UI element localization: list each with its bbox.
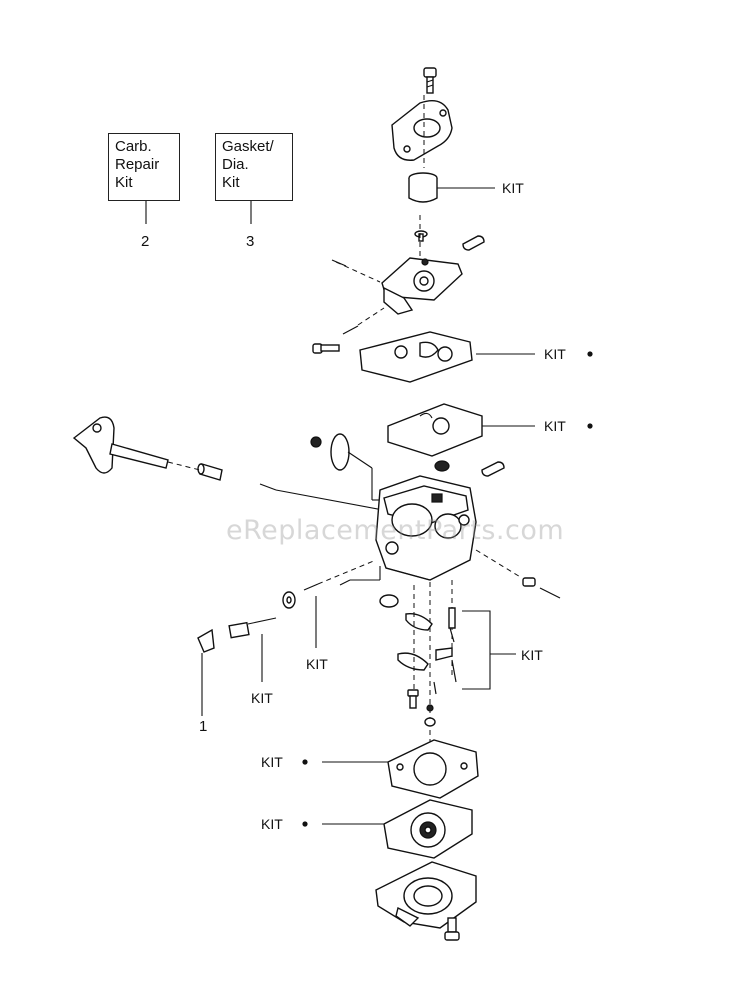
legend-line: Kit	[222, 174, 240, 191]
bushing	[197, 463, 223, 481]
top-screw	[423, 67, 437, 94]
top-cover-plate	[391, 100, 453, 161]
pump-cover	[381, 257, 463, 315]
legend-box-gasket-dia-kit: Gasket/ Dia. Kit	[215, 133, 293, 201]
inlet-needle	[448, 607, 456, 643]
bullet-dot-icon	[587, 351, 593, 357]
legend-line: Repair	[115, 156, 160, 173]
small-spring-left	[331, 259, 347, 267]
pin-right-top	[462, 235, 485, 251]
gasket-lower	[387, 739, 479, 799]
kit-label-needle: KIT	[251, 690, 273, 706]
bullet-dot-icon	[302, 759, 308, 765]
check-spring-small	[433, 681, 437, 695]
check-ball	[426, 704, 434, 712]
item-number-1: 1	[199, 718, 208, 735]
legend-line: Kit	[115, 174, 133, 191]
lever-pin	[435, 647, 453, 661]
kit-label-filter: KIT	[502, 180, 524, 196]
legend-line: Dia.	[222, 156, 249, 173]
legend-number-3: 3	[246, 233, 255, 250]
bottom-cover	[375, 861, 477, 929]
diaphragm-lower	[383, 799, 473, 859]
screw-left	[312, 343, 340, 354]
spring-top-right	[434, 460, 450, 472]
metering-lever-lower	[397, 652, 429, 671]
legend-line: Gasket/	[222, 138, 274, 155]
kit-label-gasket-lower: KIT	[261, 754, 283, 770]
legend-number-2: 2	[141, 233, 150, 250]
carburetor-body	[375, 475, 477, 581]
o-ring	[424, 717, 436, 727]
throttle-disc	[310, 433, 350, 471]
small-screw-bottom	[407, 689, 419, 709]
pin-right-middle	[481, 461, 505, 477]
kit-label-gasket-upper: KIT	[544, 346, 566, 362]
kit-label-diaphragm-upper: KIT	[544, 418, 566, 434]
throttle-lever	[72, 416, 169, 474]
kit-label-diaphragm-lower: KIT	[261, 816, 283, 832]
bottom-screw	[444, 917, 460, 941]
check-valve-disc	[379, 594, 399, 608]
mixture-needle	[197, 617, 277, 653]
needle-spring	[303, 583, 319, 591]
small-valve	[414, 230, 428, 242]
watermark: eReplacementParts.com	[226, 515, 565, 546]
idle-screw-right	[522, 577, 561, 599]
bracket	[462, 610, 491, 690]
kit-label-metering-group: KIT	[521, 647, 543, 663]
spring-left	[342, 325, 359, 335]
diaphragm-upper	[387, 403, 483, 457]
spring-throttle	[259, 483, 277, 491]
filter-cylinder	[408, 172, 438, 203]
kit-label-needle-spring: KIT	[306, 656, 328, 672]
inlet-needle-spring	[451, 659, 457, 683]
metering-lever	[405, 613, 433, 631]
legend-box-carb-repair-kit: Carb. Repair Kit	[108, 133, 180, 201]
washer	[282, 591, 296, 609]
legend-line: Carb.	[115, 138, 152, 155]
gasket-upper	[359, 331, 473, 383]
bullet-dot-icon	[302, 821, 308, 827]
bullet-dot-icon	[587, 423, 593, 429]
